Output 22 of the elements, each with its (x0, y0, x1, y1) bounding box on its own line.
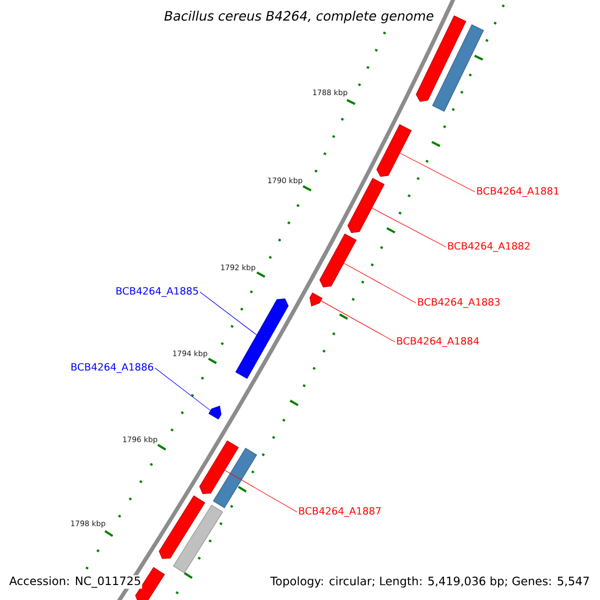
gene-block (376, 124, 412, 177)
leader-line (372, 208, 446, 248)
gene-block (199, 440, 239, 494)
accession-text: Accession: NC_011725 (8, 575, 142, 589)
genome-summary: Topology: circular; Length: 5,419,036 bp; Genes: 5,547 (269, 575, 591, 589)
title: Bacillus cereus B4264, complete genome (162, 8, 436, 26)
gene-block (208, 406, 222, 420)
leader-line (154, 368, 211, 411)
gene-label: BCB4264_A1887 (299, 507, 381, 517)
leader-line (344, 262, 416, 304)
leader-line (224, 470, 298, 512)
gene-label: BCB4264_A1881 (477, 187, 559, 197)
gene-block (319, 233, 357, 288)
gene-label: BCB4264_A1882 (448, 242, 530, 252)
gene-label: BCB4264_A1885 (116, 287, 198, 297)
leader-line (400, 152, 476, 192)
gene-label: BCB4264_A1886 (72, 363, 154, 373)
gene-label: BCB4264_A1884 (397, 337, 479, 347)
gene-label: BCB4264_A1883 (418, 298, 500, 308)
gene-block (235, 298, 289, 379)
leader-line (320, 300, 396, 342)
leader-line (200, 292, 257, 336)
